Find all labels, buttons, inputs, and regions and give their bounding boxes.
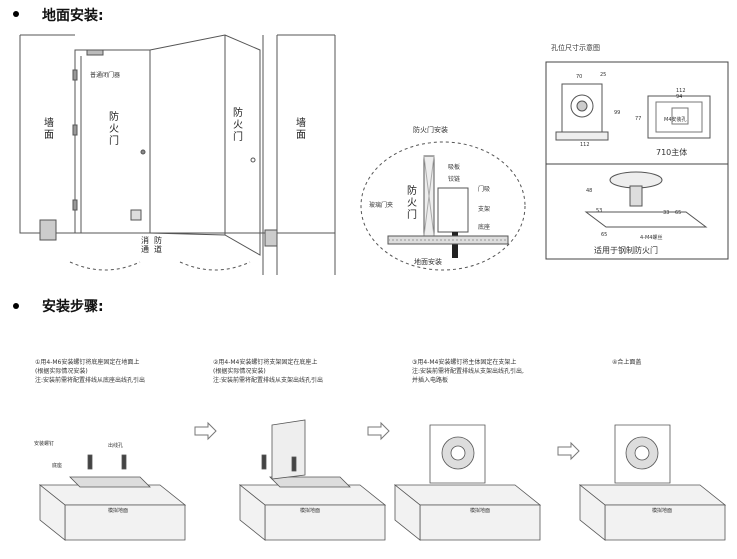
step-1-text: ①用4-M6安装螺钉将底座固定在地面上 (根据实际情况安装) 注:安装前需将配置…	[35, 359, 146, 384]
dim-25: 25	[600, 72, 607, 78]
section-floor-install: 地面安装:	[42, 8, 104, 24]
detail-title: 防火门安装	[413, 126, 448, 134]
dim-48: 48	[586, 188, 593, 194]
step-label-cable-hole: 出线孔	[108, 443, 124, 449]
passage-label-2: 防道	[154, 236, 162, 254]
floor-diagram	[19, 34, 336, 275]
dim-65b: 65	[601, 232, 608, 238]
closer-label: 普通闭门器	[90, 72, 121, 79]
step-3-text: ③用4-M4安装螺钉将主体固定在支架上 注:安装前需将配置排线从支架出线孔引出,…	[412, 359, 524, 384]
step-label-base: 底座	[52, 463, 63, 469]
screw-label2: 4-M4螺丝	[640, 235, 663, 241]
detail-floor: 地面安装	[414, 258, 442, 266]
dim-112b: 112	[580, 142, 590, 148]
detail-diagram	[360, 141, 526, 271]
dim-94: 94	[676, 94, 683, 100]
bullet-1	[13, 11, 19, 17]
model-caption: 710主体	[656, 148, 688, 157]
steps-illustration	[38, 419, 727, 541]
section-install-steps: 安装步骤:	[42, 299, 104, 315]
fire-door-right-label: 防火门	[233, 108, 243, 143]
detail-fire-door: 防火门	[407, 186, 417, 221]
detail-door-suction: 门吸	[478, 186, 491, 193]
fire-door-left-label: 防火门	[109, 112, 119, 147]
step-2-text: ②用4-M4安装螺钉将支架固定在底座上 (根据实际情况安装) 注:安装前需将配置…	[213, 359, 324, 384]
hole-chart-title: 孔位尺寸示意图	[551, 44, 600, 52]
dim-53: 53	[596, 208, 603, 214]
dim-33: 33	[663, 210, 670, 216]
floor-label-2: 模拟地面	[300, 508, 321, 514]
dim-65a: 65	[675, 210, 682, 216]
bullet-2	[13, 303, 19, 309]
bottom-caption: 适用于钢制防火门	[594, 246, 658, 255]
step-4-text: ④合上面盖	[612, 359, 642, 366]
passage-label-1: 消通	[141, 236, 149, 254]
step-label-screw: 安装螺钉	[34, 441, 55, 447]
floor-label-3: 模拟地面	[470, 508, 491, 514]
dim-99: 99	[614, 110, 621, 116]
hole-chart-box	[545, 61, 729, 260]
detail-bracket: 支架	[478, 206, 491, 213]
screw-label: M4安装孔	[664, 117, 687, 123]
wall-left-label: 墙面	[44, 118, 54, 141]
dim-70: 70	[576, 74, 583, 80]
detail-hinge: 铰链	[448, 176, 461, 183]
floor-label-1: 模拟地面	[108, 508, 129, 514]
detail-base: 底座	[478, 224, 491, 231]
detail-suction: 吸板	[448, 164, 461, 171]
dim-112a: 112	[676, 88, 686, 94]
wall-right-label: 墙面	[296, 118, 306, 141]
dim-77: 77	[635, 116, 642, 122]
detail-glass-edge: 玻璃门夹	[369, 202, 394, 209]
floor-label-4: 模拟地面	[652, 508, 673, 514]
